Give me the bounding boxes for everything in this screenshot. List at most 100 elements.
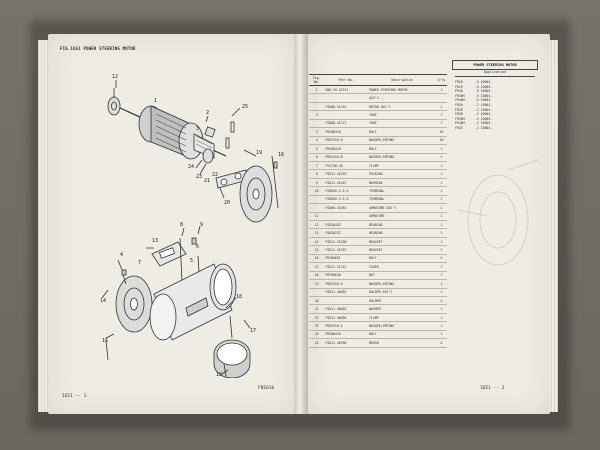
spine-code: FN1616 [258, 386, 275, 391]
cover-band-part [213, 339, 251, 378]
cell-description: TERMINAL [368, 186, 437, 196]
svg-text:6: 6 [196, 244, 199, 250]
application-range: -2 10001- [475, 102, 493, 107]
svg-text:25: 25 [242, 104, 248, 110]
cell-part-no: FS811-41467 [324, 178, 369, 188]
svg-text:2: 2 [206, 110, 209, 116]
svg-text:21: 21 [204, 178, 210, 184]
cell-qty: 10 [436, 136, 447, 146]
cell-fig-no: 8 [309, 169, 325, 179]
cell-description: WASHER,SPRING [368, 153, 437, 162]
cell-part-no: FS8050-5.5-6 [324, 186, 369, 196]
bearing-part [107, 96, 121, 116]
application-range: -5 10001- [475, 93, 493, 98]
cell-part-no [324, 212, 369, 222]
svg-text:8: 8 [180, 222, 183, 228]
cell-part-no: FS6202ZZ [324, 228, 369, 238]
application-range: -5 10001- [475, 98, 493, 103]
svg-text:19: 19 [216, 372, 222, 378]
cell-part-no: FS8050-5.5-6 [324, 195, 369, 205]
cell-description: BUSHING [368, 178, 437, 188]
cell-description: YOKE [368, 110, 437, 120]
cell-part-no: FM42510-8 [324, 136, 369, 146]
cell-part-no: FM100410 [324, 144, 369, 154]
application-range: -2 10001- [475, 107, 493, 112]
cell-description: ARMATURE [368, 212, 437, 222]
application-item: FR25-2 10001- [455, 108, 535, 113]
cell-qty: 1 [436, 330, 447, 340]
cell-fig-no: 25 [309, 338, 325, 348]
cell-qty: 1 [436, 245, 447, 255]
cell-description: POWER STEERING MOTOR [368, 85, 437, 95]
application-item: FR40H-2 10001- [455, 121, 535, 126]
cell-fig-no: 20 [309, 296, 325, 306]
cell-part-no: FS4740-28 [324, 161, 369, 171]
callout-labels: 12 1 2 3 25 24 23 21 22 20 4 8 13 19 16 … [100, 74, 284, 378]
cell-fig-no: 7 [309, 161, 325, 171]
application-list: Application FR20-5 10001-FR25-5 10001-FR… [455, 70, 535, 131]
cell-part-no: FS811-41491 [324, 169, 369, 179]
application-item: FR30-2 10001- [455, 112, 535, 117]
application-title: Application [455, 70, 535, 77]
cell-part-no: FM42510-8 [324, 153, 369, 162]
cell-description: BOLT [368, 144, 437, 154]
parts-table-header: Fig. No. Part No. Description Q'ty [309, 74, 447, 86]
application-item: FR30-5 10001- [455, 89, 535, 94]
cell-description: HOLDER [368, 296, 437, 306]
cell-fig-no: 5 [309, 144, 325, 154]
application-item: FR30H-5 10001- [455, 94, 535, 99]
application-item: FR20-5 10001- [455, 80, 535, 85]
cell-description: ARMATURE ASS'Y [368, 203, 437, 213]
svg-text:14: 14 [100, 298, 106, 304]
cell-qty: 1 [436, 271, 447, 281]
application-item: FR20-2 10001- [455, 103, 535, 108]
cell-qty: 1 [436, 85, 447, 95]
right-page-header: POWER STEERING MOTOR [452, 60, 538, 70]
cell-part-no: FS811-40766 [324, 338, 369, 348]
cell-qty: 1 [436, 195, 447, 205]
table-row: ASS'Y... [309, 93, 447, 103]
page-edges-left [38, 40, 50, 412]
application-item: FR25-5 10001- [455, 85, 535, 90]
cell-qty: 1 [436, 161, 447, 171]
cell-qty: 1 [436, 262, 447, 272]
cell-description: CLAMP [368, 161, 437, 171]
application-model: FR30H [455, 116, 465, 121]
cell-qty: 1 [436, 228, 447, 238]
cell-qty: 1 [436, 153, 447, 162]
cell-qty: 1 [436, 279, 447, 289]
cell-fig-no [309, 119, 325, 129]
cell-part-no: FS811-31497 [324, 245, 369, 255]
cell-part-no: 580-19-21311 [324, 85, 369, 95]
application-model: FR25 [455, 84, 463, 89]
right-page-number: 1651 -- 2 [480, 386, 505, 391]
cell-fig-no: 14 [309, 237, 325, 247]
armature-part [119, 105, 227, 160]
cell-qty [436, 93, 447, 103]
cell-description: ASS'Y... [368, 93, 437, 103]
cell-qty: 1 [436, 186, 447, 196]
cell-qty: 10 [436, 127, 447, 137]
svg-text:1: 1 [154, 98, 157, 104]
application-model: FR30 [455, 112, 463, 117]
cell-description: HOLDER ASS'Y [368, 288, 437, 297]
cell-description: COVER [368, 262, 437, 272]
exploded-parts-diagram: 12 1 2 3 25 24 23 21 22 20 4 8 13 19 16 … [100, 74, 284, 378]
svg-text:3: 3 [196, 126, 199, 132]
cell-qty: 1 [436, 203, 447, 213]
cell-description: WASHER,SPRING [368, 279, 437, 289]
